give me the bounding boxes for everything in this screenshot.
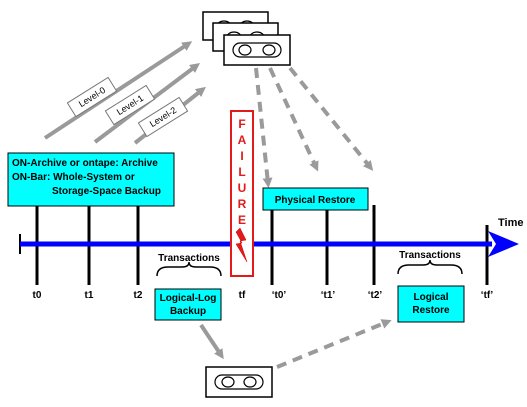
tick-label-t2: t2 — [134, 290, 143, 301]
svg-text:L: L — [238, 165, 245, 179]
logical-log-backup-box: Logical-Log Backup — [154, 288, 222, 321]
svg-text:F: F — [238, 117, 245, 131]
tick-label-tf: tf — [239, 290, 246, 301]
svg-text:A: A — [238, 133, 247, 147]
svg-text:Logical-Log: Logical-Log — [160, 293, 217, 304]
svg-text:Logical: Logical — [413, 292, 448, 303]
tick-label-tf-prime: ‘tf’ — [481, 290, 494, 301]
restore-arrow-0 — [254, 67, 273, 188]
transactions-right: Transactions — [397, 250, 463, 275]
svg-text:Transactions: Transactions — [158, 253, 220, 264]
tick-labels: t0 t1 t2 tf ‘t0’ ‘t1’ ‘t2’ ‘tf’ — [33, 290, 494, 301]
restore-arrow-1 — [268, 67, 319, 172]
restore-arrows — [254, 66, 374, 188]
physical-restore-box: Physical Restore — [262, 187, 369, 211]
timeline: Time — [19, 217, 523, 257]
lightning-bolt-icon — [235, 227, 248, 263]
backup-box-line3: Storage-Space Backup — [52, 186, 161, 197]
backup-box-line2: ON-Bar: Whole-System or — [12, 172, 135, 183]
backup-box-line1: ON-Archive or ontape: Archive — [12, 158, 158, 169]
backup-box: ON-Archive or ontape: Archive ON-Bar: Wh… — [7, 152, 175, 207]
tape-icon — [205, 366, 273, 398]
svg-text:Backup: Backup — [170, 306, 206, 317]
level-arrows — [43, 41, 206, 145]
svg-text:R: R — [238, 197, 247, 211]
tick-label-t1-prime: ‘t1’ — [321, 290, 336, 301]
log-backup-arrow — [199, 323, 224, 360]
restore-arrow-2 — [288, 66, 374, 171]
svg-text:Restore: Restore — [412, 305, 450, 316]
svg-text:Transactions: Transactions — [399, 250, 461, 261]
tick-label-t0-prime: ‘t0’ — [272, 290, 287, 301]
svg-text:U: U — [238, 181, 247, 195]
svg-text:Physical Restore: Physical Restore — [275, 195, 356, 206]
transactions-left: Transactions — [156, 253, 222, 277]
tick-label-t0: t0 — [33, 290, 42, 301]
failure-box: F A I L U R E — [230, 110, 254, 277]
tape-stack-icon — [202, 11, 291, 66]
tick-label-t2-prime: ‘t2’ — [368, 290, 383, 301]
svg-text:I: I — [240, 149, 243, 163]
svg-text:E: E — [238, 213, 246, 227]
time-label: Time — [498, 217, 523, 229]
tick-label-t1: t1 — [85, 290, 94, 301]
logical-restore-box: Logical Restore — [397, 285, 465, 323]
log-restore-arrow — [276, 319, 392, 369]
